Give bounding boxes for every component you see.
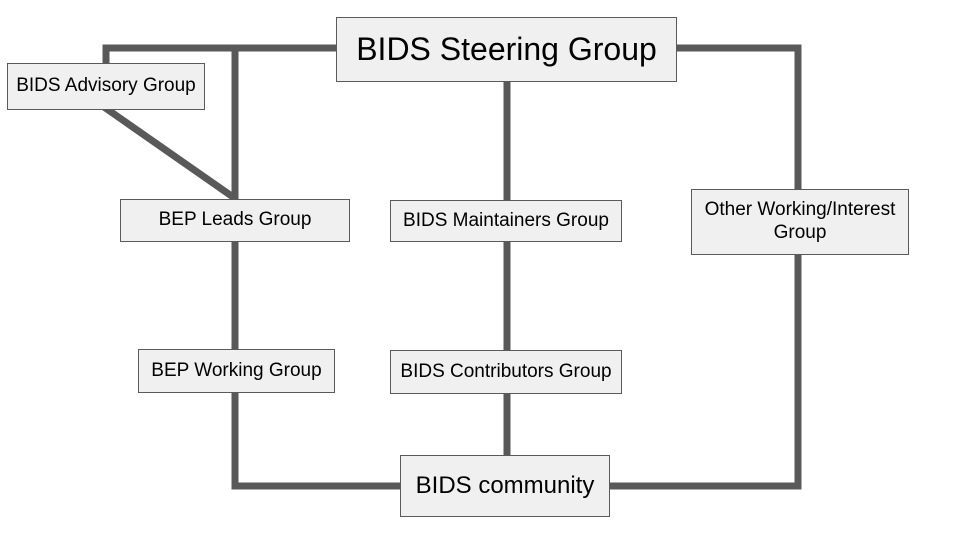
node-label: BIDS Contributors Group bbox=[400, 360, 612, 382]
node-label: BIDS Steering Group bbox=[356, 31, 657, 68]
node-other-working-interest-group: Other Working/Interest Group bbox=[691, 189, 909, 255]
node-bids-community: BIDS community bbox=[400, 455, 610, 517]
node-bids-contributors-group: BIDS Contributors Group bbox=[390, 350, 622, 394]
node-bids-steering-group: BIDS Steering Group bbox=[336, 17, 677, 82]
node-label: BIDS Advisory Group bbox=[16, 75, 196, 97]
node-label: BIDS community bbox=[415, 471, 595, 499]
connector-frame bbox=[102, 44, 802, 490]
node-label: BEP Working Group bbox=[151, 359, 322, 381]
node-label: BIDS Maintainers Group bbox=[403, 209, 609, 231]
node-bep-working-group: BEP Working Group bbox=[138, 349, 335, 393]
node-bep-leads-group: BEP Leads Group bbox=[120, 199, 350, 242]
node-label: Other Working/Interest Group bbox=[704, 199, 896, 243]
node-label: BEP Leads Group bbox=[158, 209, 312, 231]
node-bids-advisory-group: BIDS Advisory Group bbox=[7, 63, 205, 110]
node-bids-maintainers-group: BIDS Maintainers Group bbox=[390, 200, 622, 242]
connector-advisory-diagonal bbox=[101, 104, 236, 200]
